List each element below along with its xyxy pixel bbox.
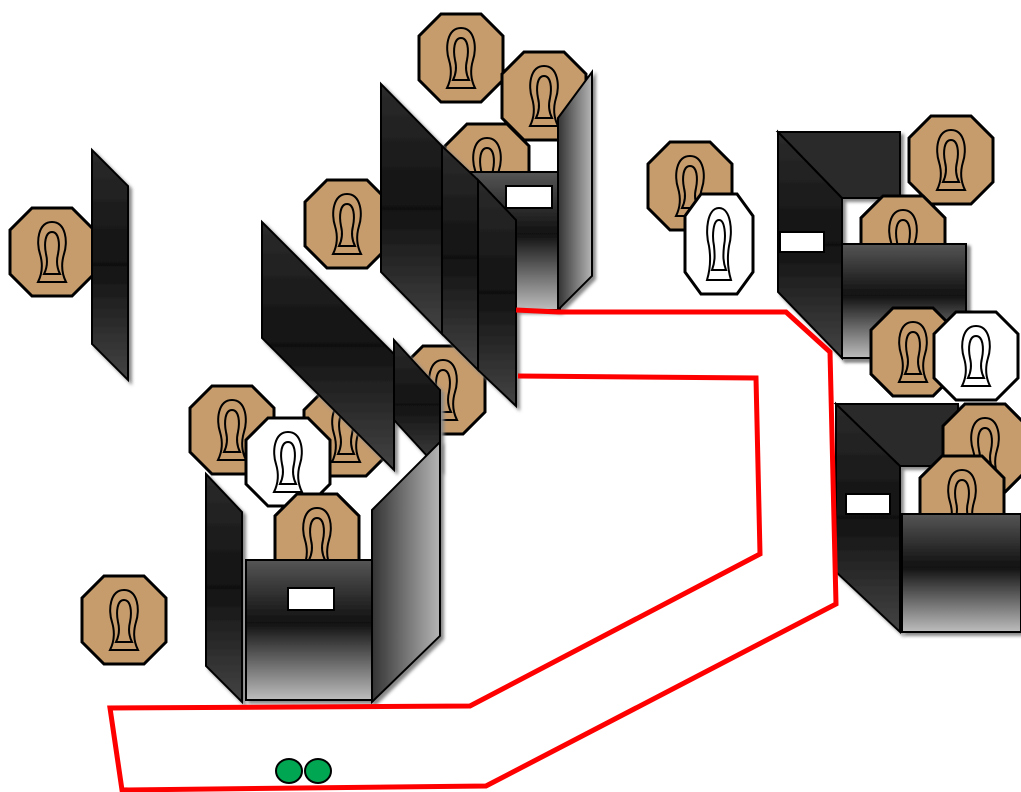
start-markers	[275, 758, 332, 784]
octagon-target-icon	[417, 12, 505, 104]
octagon-target-icon	[80, 574, 168, 666]
octagon-target-icon	[303, 178, 391, 270]
shooting-port-icon	[287, 587, 335, 611]
no-shoot-target-icon	[932, 310, 1020, 402]
wall-left-standalone	[91, 147, 129, 383]
shooting-port-icon	[845, 493, 891, 515]
fault-lines	[107, 307, 839, 792]
wall-box-lower-left	[205, 439, 441, 705]
wall-cluster-lower-left	[261, 219, 441, 473]
start-position-icon	[304, 758, 332, 784]
octagon-target-icon	[907, 114, 995, 206]
shooting-port-icon	[779, 231, 825, 253]
start-position-icon	[275, 758, 303, 784]
octagon-target-icon	[8, 206, 96, 298]
shooting-port-icon	[505, 185, 553, 209]
wall-cluster-right-lower	[833, 401, 959, 635]
no-shoot-target-icon	[683, 192, 755, 296]
fault-line-outer	[107, 307, 839, 792]
wall-panel-right-lower	[901, 513, 1021, 633]
